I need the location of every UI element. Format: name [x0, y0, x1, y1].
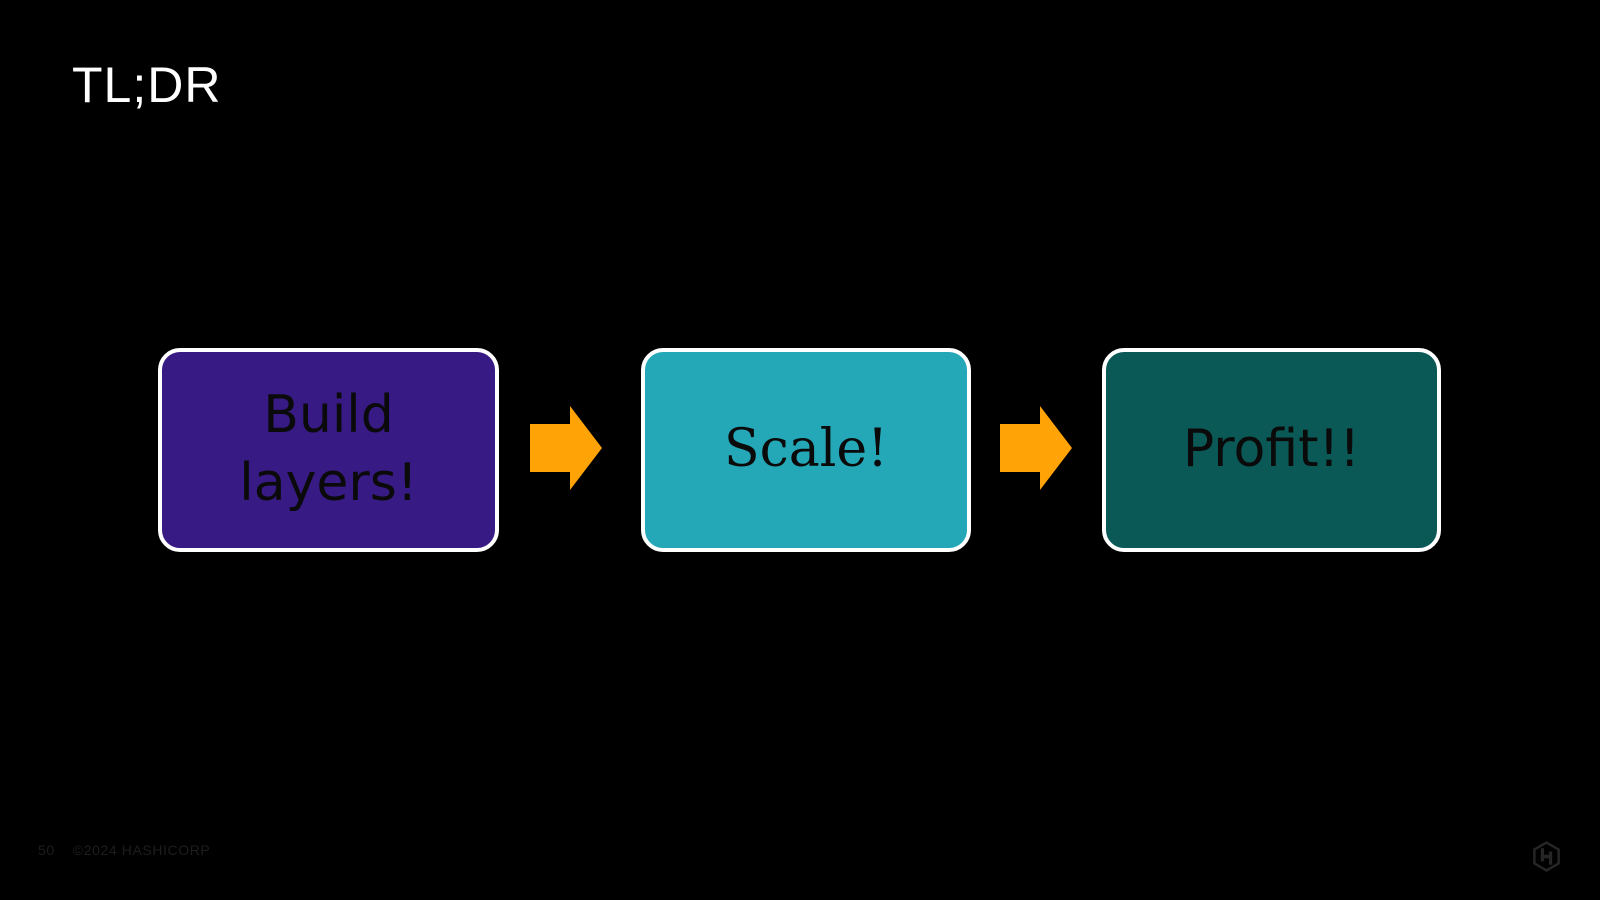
flow-step-label: Profit!!	[1182, 419, 1361, 480]
page-number: 50	[38, 842, 55, 858]
flow-step-profit: Profit!!	[1102, 348, 1441, 552]
right-arrow-shape	[1000, 406, 1072, 490]
flow-step-scale: Scale!	[641, 348, 971, 552]
copyright-text: ©2024 HASHICORP	[72, 842, 211, 858]
flow-diagram: Build layers! Scale! Profit!!	[0, 348, 1600, 552]
logo-hexagon-outline	[1533, 841, 1560, 872]
right-arrow-shape	[530, 406, 602, 490]
flow-step-build-layers: Build layers!	[158, 348, 499, 552]
logo-h-cross-bar	[1540, 854, 1553, 859]
slide-footer: 50 ©2024 HASHICORP	[38, 842, 210, 858]
right-arrow-icon	[1000, 406, 1072, 490]
flow-step-label: Build layers!	[239, 385, 418, 513]
flow-step-label: Scale!	[723, 419, 889, 480]
hashicorp-logo-icon	[1533, 841, 1560, 872]
right-arrow-icon	[530, 406, 602, 490]
slide-title: TL;DR	[72, 57, 222, 113]
